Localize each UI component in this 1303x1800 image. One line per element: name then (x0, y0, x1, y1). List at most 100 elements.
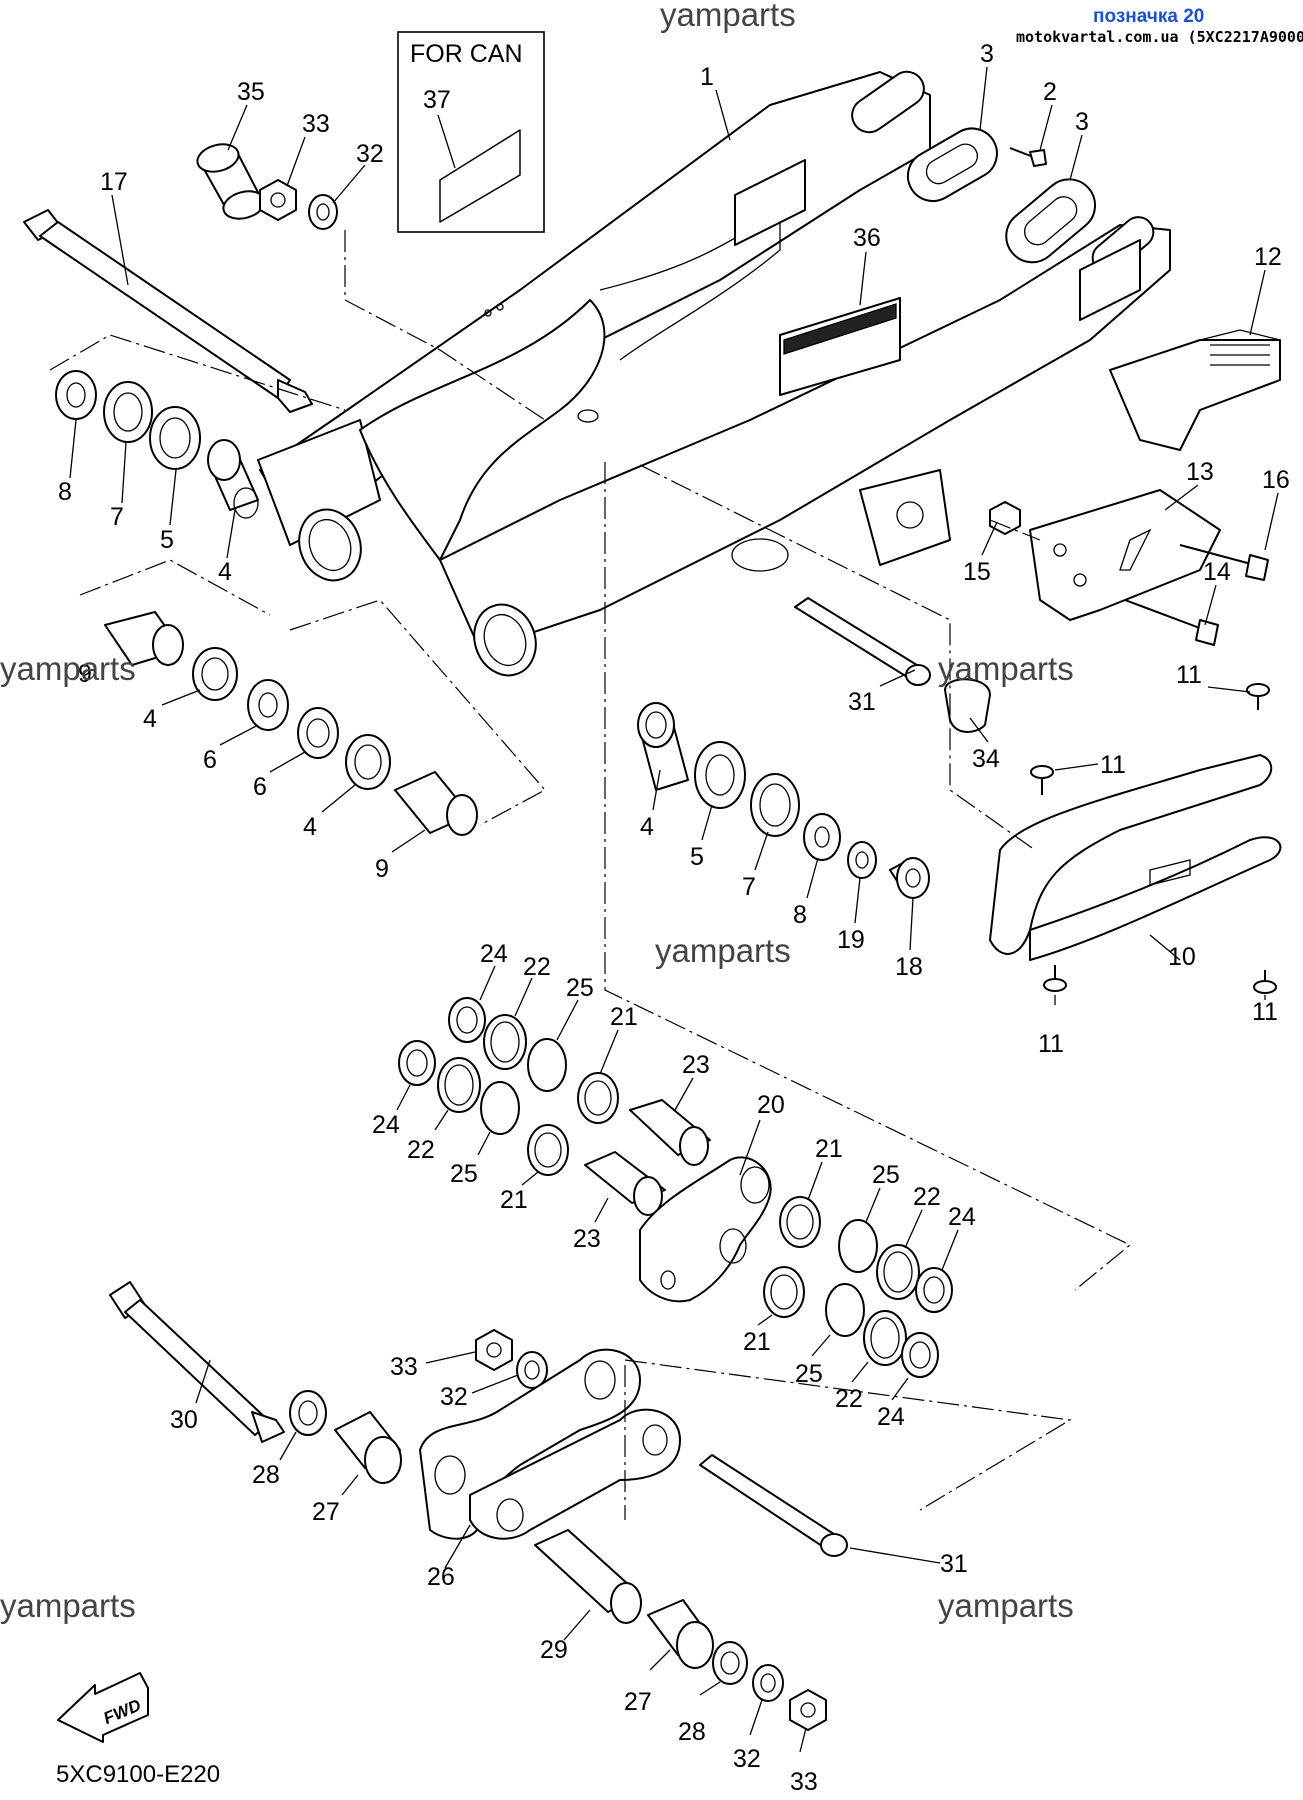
collar-6-b (297, 707, 339, 759)
connecting-rod-26 (419, 1348, 681, 1540)
screw-11-c (1253, 970, 1277, 994)
for-can-title: FOR CAN (410, 40, 523, 68)
watermark-top: yamparts (660, 0, 796, 33)
bearing-4-left (207, 439, 259, 519)
screw-11-b (1030, 765, 1054, 795)
callout-33: 33 (302, 110, 330, 138)
callout-25: 25 (566, 974, 594, 1002)
watermark-right-bottom: yamparts (938, 1587, 1074, 1624)
washer-19 (847, 841, 877, 879)
pin-31-upper (794, 597, 931, 686)
seal-24-b (398, 1040, 436, 1086)
callout-11b: 11 (1100, 751, 1126, 779)
bushing-35 (196, 143, 266, 220)
callout-18: 18 (895, 953, 923, 981)
bearing-21-c (779, 1196, 821, 1248)
watermark-center: yamparts (655, 932, 791, 969)
bearing-21-b (527, 1124, 569, 1176)
pivot-shaft-17 (23, 209, 313, 413)
seal-22-d (863, 1310, 907, 1366)
callout-34: 34 (972, 745, 1000, 773)
seal-22-b (437, 1057, 481, 1113)
for-can-box: FOR CAN 37 (397, 31, 545, 233)
diagram-code: 5XC9100-E220 (56, 1761, 220, 1788)
watermark-left-bottom: yamparts (0, 1587, 136, 1624)
callout-13: 13 (1186, 458, 1214, 486)
callout-22b: 22 (407, 1136, 435, 1164)
bearing-5-left (149, 406, 201, 470)
callout-30: 30 (170, 1406, 198, 1434)
callout-24d: 24 (877, 1403, 905, 1431)
seal-28-a (289, 1390, 327, 1436)
chain-guide-13 (1029, 489, 1221, 621)
callout-28b: 28 (678, 1718, 706, 1746)
washer-25-d (825, 1283, 865, 1337)
callout-21d: 21 (743, 1328, 771, 1356)
callout-16: 16 (1262, 466, 1290, 494)
callout-36: 36 (853, 224, 881, 252)
callout-24b: 24 (372, 1111, 400, 1139)
collar-27-b (647, 1599, 714, 1669)
callout-17: 17 (100, 168, 128, 196)
source-label: motokvartal.com.ua (5XC2217A9000) (1016, 28, 1303, 46)
callout-11d: 11 (1038, 1030, 1064, 1058)
chain-slider-10 (989, 754, 1282, 961)
leader-lines (69, 66, 1279, 1753)
callout-15: 15 (963, 558, 991, 586)
callout-37: 37 (423, 86, 451, 114)
callout-26: 26 (427, 1563, 455, 1591)
callout-19: 19 (837, 926, 865, 954)
spacer-29 (534, 1529, 642, 1624)
callout-9b: 9 (375, 855, 389, 883)
seal-8-left (55, 370, 97, 420)
bolt-30 (109, 1281, 285, 1443)
callout-22: 22 (523, 953, 551, 981)
washer-32-lower (516, 1351, 548, 1389)
callout-4: 4 (218, 558, 232, 586)
washer-32-top (308, 194, 338, 230)
callout-25b: 25 (450, 1160, 478, 1188)
spacer-9-left (104, 611, 184, 666)
callout-22d: 22 (835, 1385, 863, 1413)
callout-29: 29 (540, 1636, 568, 1664)
bearing-21-a (577, 1072, 619, 1124)
seal-24-c (915, 1267, 953, 1313)
callout-1: 1 (700, 63, 714, 91)
screw-11-d (1043, 965, 1067, 992)
callout-27: 27 (312, 1498, 340, 1526)
callout-8: 8 (58, 478, 72, 506)
callout-4c: 4 (303, 813, 317, 841)
assembly-lines (49, 230, 1132, 1520)
fwd-arrow-icon: FWD (57, 1672, 149, 1743)
washer-25-b (480, 1081, 520, 1135)
seal-8-right (803, 813, 841, 861)
callout-7: 7 (110, 503, 124, 531)
callout-33b: 33 (390, 1353, 418, 1381)
washer-25-a (527, 1038, 567, 1092)
callout-23b: 23 (573, 1225, 601, 1253)
bearing-4-right (637, 702, 689, 791)
callout-6b: 6 (253, 773, 267, 801)
callout-2: 2 (1043, 78, 1057, 106)
nut-33-bottom (789, 1689, 827, 1731)
callout-4d: 4 (640, 813, 654, 841)
collar-18 (889, 857, 930, 899)
callout-21c: 21 (815, 1135, 843, 1163)
callout-20: 20 (757, 1091, 785, 1119)
callout-3: 3 (980, 40, 994, 68)
callout-7b: 7 (742, 873, 756, 901)
callout-4b: 4 (143, 705, 157, 733)
callout-31: 31 (848, 688, 876, 716)
washer-32-bottom (752, 1664, 784, 1702)
oil-seal-7-right (750, 773, 800, 837)
pin-31-lower (699, 1454, 848, 1557)
collar-23-a (629, 1099, 711, 1166)
bolt-16 (1179, 544, 1269, 581)
callout-27b: 27 (624, 1688, 652, 1716)
chain-pad-12 (1109, 329, 1281, 451)
callout-25c: 25 (872, 1161, 900, 1189)
swingarm-part (257, 70, 1171, 677)
callout-8b: 8 (793, 901, 807, 929)
adjuster-plate-3a (906, 127, 998, 202)
